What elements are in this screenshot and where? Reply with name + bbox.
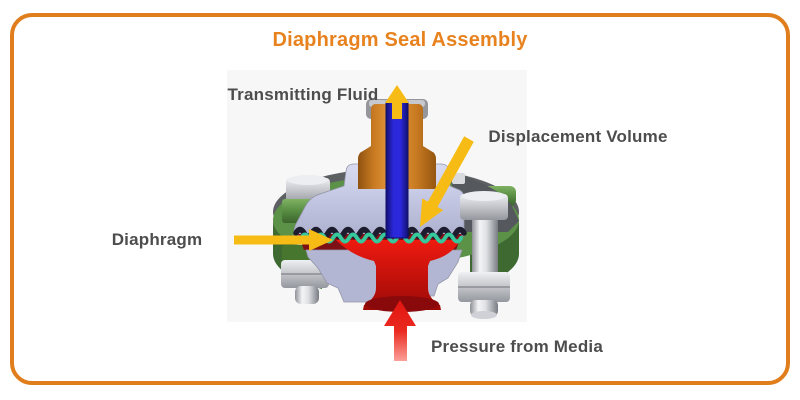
bolt-right — [458, 191, 510, 319]
back-wall-port — [452, 173, 465, 184]
label-diaphragm: Diaphragm — [111, 230, 203, 249]
bolt-right-shaft — [472, 218, 498, 276]
diaphragm-arrow — [234, 229, 333, 251]
bolt-right-stud-end — [471, 311, 497, 319]
bolt-right-head — [460, 194, 508, 220]
label-pressure-from-media: Pressure from Media — [431, 337, 603, 356]
displacement-volume-arrow — [420, 136, 474, 227]
transmitting-fluid-arrow — [385, 85, 409, 119]
bolt-left-stud — [295, 286, 319, 304]
bolt-right-head-top — [462, 191, 506, 201]
label-displacement-volume: Displacement Volume — [488, 127, 668, 146]
page-title: Diaphragm Seal Assembly — [272, 29, 528, 51]
pressure-from-media-arrow — [384, 300, 416, 361]
transmitting-fluid-channel — [385, 101, 409, 239]
bolt-left-head-top — [288, 175, 328, 185]
media-inlet-channel — [336, 240, 460, 310]
label-transmitting-fluid: Transmitting Fluid — [227, 85, 379, 104]
